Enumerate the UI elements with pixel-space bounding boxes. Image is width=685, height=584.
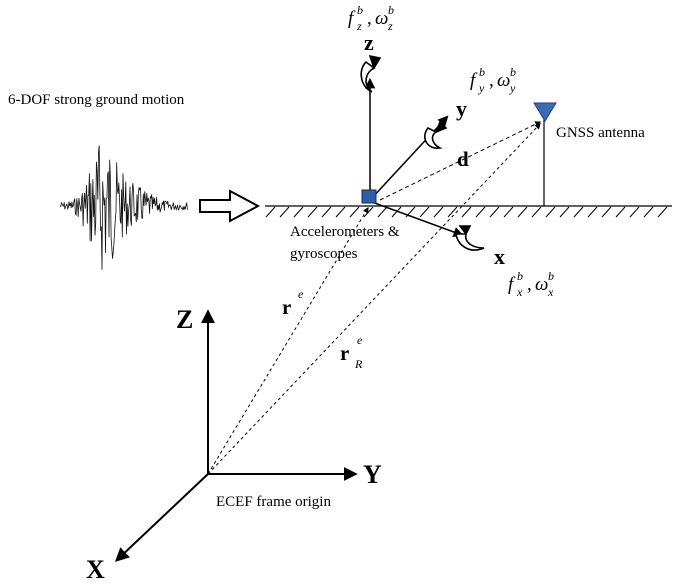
fz-omega-sub: z (387, 19, 393, 33)
r-R-e-vector (207, 123, 541, 475)
y-rotation-arrowhead-icon (434, 120, 448, 134)
fy-f-sub: y (478, 81, 485, 95)
body-z-label: z (364, 30, 374, 55)
fz-omega-sup: b (388, 3, 394, 17)
fy-omega: ω (497, 70, 510, 91)
fy-omega-annotation: f y b , ω y b (470, 65, 516, 95)
body-y-axis (371, 115, 449, 199)
fx-f-sup: b (517, 269, 523, 283)
y-rotation-icon (424, 126, 443, 149)
ecef-y-label: Y (363, 460, 382, 489)
z-rotation-arrowhead-icon (368, 54, 382, 70)
ground-surface (265, 205, 672, 218)
ecef-z-label: Z (176, 305, 193, 334)
fx-f: f (508, 274, 516, 295)
body-x-label: x (494, 244, 505, 269)
r-e-label: r (282, 295, 291, 319)
ecef-x-axis (114, 473, 209, 562)
gnss-antenna (533, 102, 557, 206)
body-y-label: y (456, 96, 467, 121)
fz-f-sup: b (357, 3, 363, 17)
x-rotation-icon (455, 233, 485, 251)
gnss-antenna-label: GNSS antenna (556, 125, 645, 141)
fz-f-sub: z (356, 19, 362, 33)
d-vector (379, 121, 542, 201)
r-R-e-label: r (340, 341, 349, 365)
fz-omega: ω (375, 8, 388, 29)
x-rotation-arrowhead-icon (458, 225, 472, 236)
fy-omega-sub: y (509, 81, 516, 95)
sensor-label-line1: Accelerometers & (290, 224, 400, 240)
r-R-e-sup: e (357, 333, 363, 347)
fx-omega-sup: b (548, 269, 554, 283)
r-R-e-sub: R (354, 357, 363, 371)
fx-f-sub: x (516, 285, 523, 299)
fx-omega-sub: x (547, 285, 554, 299)
fy-f-sup: b (479, 65, 485, 79)
ecef-origin-label: ECEF frame origin (216, 494, 331, 510)
r-e-sup: e (298, 287, 304, 301)
fz-omega-annotation: f z b , ω z b (348, 3, 394, 33)
fy-sep: , (489, 70, 494, 91)
ecef-x-label: X (86, 555, 105, 584)
fy-omega-sup: b (510, 65, 516, 79)
r-e-vector (207, 206, 369, 475)
fz-sep: , (367, 8, 372, 29)
seismogram-waveform (59, 145, 188, 270)
fz-f: f (348, 8, 356, 29)
fx-omega-annotation: f x b , ω x b (508, 269, 554, 299)
diagram-title: 6-DOF strong ground motion (8, 92, 185, 108)
sensor-box (361, 189, 377, 204)
d-vector-label: d (457, 147, 469, 171)
fy-f: f (470, 70, 478, 91)
fx-omega: ω (535, 274, 548, 295)
sensor-label-line2: gyroscopes (290, 246, 358, 262)
hollow-arrow-icon (199, 189, 261, 223)
fx-sep: , (527, 274, 532, 295)
z-rotation-icon (360, 60, 376, 93)
body-x-axis (371, 201, 464, 238)
